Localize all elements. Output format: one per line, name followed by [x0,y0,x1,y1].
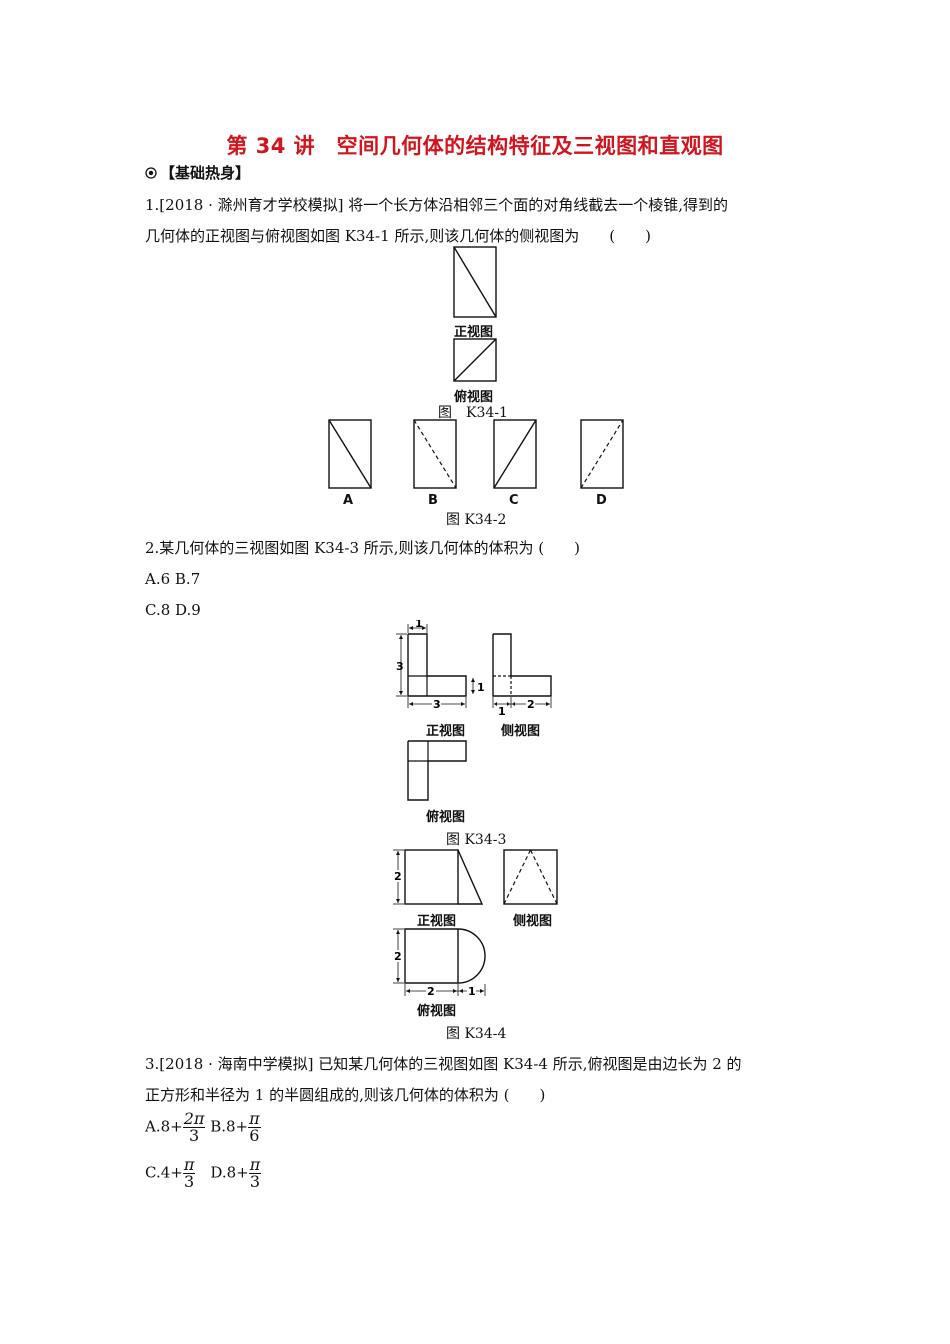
fig4-top-label: 俯视图 [417,1004,457,1019]
option-c-figure [493,419,537,489]
q1-line2: 几何体的正视图与俯视图如图 K34-1 所示,则该几何体的侧视图为 ( ) [145,227,651,245]
q2-side-label: 侧视图 [501,724,541,739]
option-b-numerator: π [248,1109,261,1128]
q3-line2: 正方形和半径为 1 的半圆组成的,则该几何体的体积为 ( ) [145,1086,546,1104]
option-b-denominator: 6 [249,1126,260,1145]
fig2-caption: 图 K34-2 [446,512,507,528]
bullseye-icon [145,167,157,179]
option-c-label: C [509,493,519,508]
fig4-front-label: 正视图 [417,914,457,929]
dim-label: 3 [433,698,441,711]
option-b-label: B [428,493,438,508]
option-b-figure [413,419,457,489]
option-a-numerator: 2π [182,1109,206,1128]
option-d-figure [580,419,624,489]
q2-front-label: 正视图 [426,724,466,739]
fig1-caption: 图 K34-1 [438,405,508,421]
option-d-denominator: 3 [249,1172,261,1191]
option-c-numerator: π [182,1155,196,1174]
dim-label: 1 [468,985,476,998]
q1-front-label: 正视图 [454,325,494,340]
dim-label: 2 [394,870,402,883]
q2-options-ab: A.6 B.7 [145,570,201,588]
dim-label: 2 [394,950,402,963]
q2-top-label: 俯视图 [426,810,466,825]
q3-line1: 3.[2018 · 海南中学模拟] 已知某几何体的三视图如图 K34-4 所示,… [145,1055,742,1073]
dim-label: 1 [477,681,485,694]
fig4-front-side-views-figure: 2 [393,849,558,905]
q2-front-side-views-figure: 1 3 1 3 1 2 [396,620,552,718]
section-header: 【基础热身】 [145,162,250,183]
option-a-prefix: A.8+ [145,1117,183,1136]
q2-stem: 2.某几何体的三视图如图 K34-3 所示,则该几何体的体积为 ( ) [145,539,580,557]
q1-top-view-figure [453,338,497,382]
option-d-numerator: π [248,1155,262,1174]
option-c-denominator: 3 [183,1172,195,1191]
q1-line1: 1.[2018 · 滁州育才学校模拟] 将一个长方体沿相邻三个面的对角线截去一个… [145,196,729,214]
dim-label: 1 [498,705,506,718]
dim-label: 1 [415,620,423,630]
fig4-top-view-figure: 2 2 1 [393,928,486,998]
fig4-caption: 图 K34-4 [446,1026,507,1042]
dim-label: 2 [427,985,435,998]
q2-options-cd: C.8 D.9 [145,601,201,619]
fig4-side-label: 侧视图 [513,914,553,929]
option-b-prefix: B.8+ [205,1117,249,1136]
fig3-caption: 图 K34-3 [446,832,507,848]
option-d-label: D [596,493,607,508]
option-c-prefix: C.4+ [145,1163,183,1182]
q1-front-view-figure [453,246,497,318]
page-title: 第 34 讲 空间几何体的结构特征及三视图和直观图 [226,134,724,158]
dim-label: 2 [527,698,535,711]
option-a-figure [328,419,372,489]
option-d-prefix: D.8+ [195,1163,249,1182]
option-a-label: A [343,493,354,508]
q2-top-view-figure [407,740,467,801]
q1-top-label: 俯视图 [454,390,494,405]
section-title: 【基础热身】 [160,164,251,182]
option-a-denominator: 3 [188,1126,200,1145]
dim-label: 3 [396,660,404,673]
